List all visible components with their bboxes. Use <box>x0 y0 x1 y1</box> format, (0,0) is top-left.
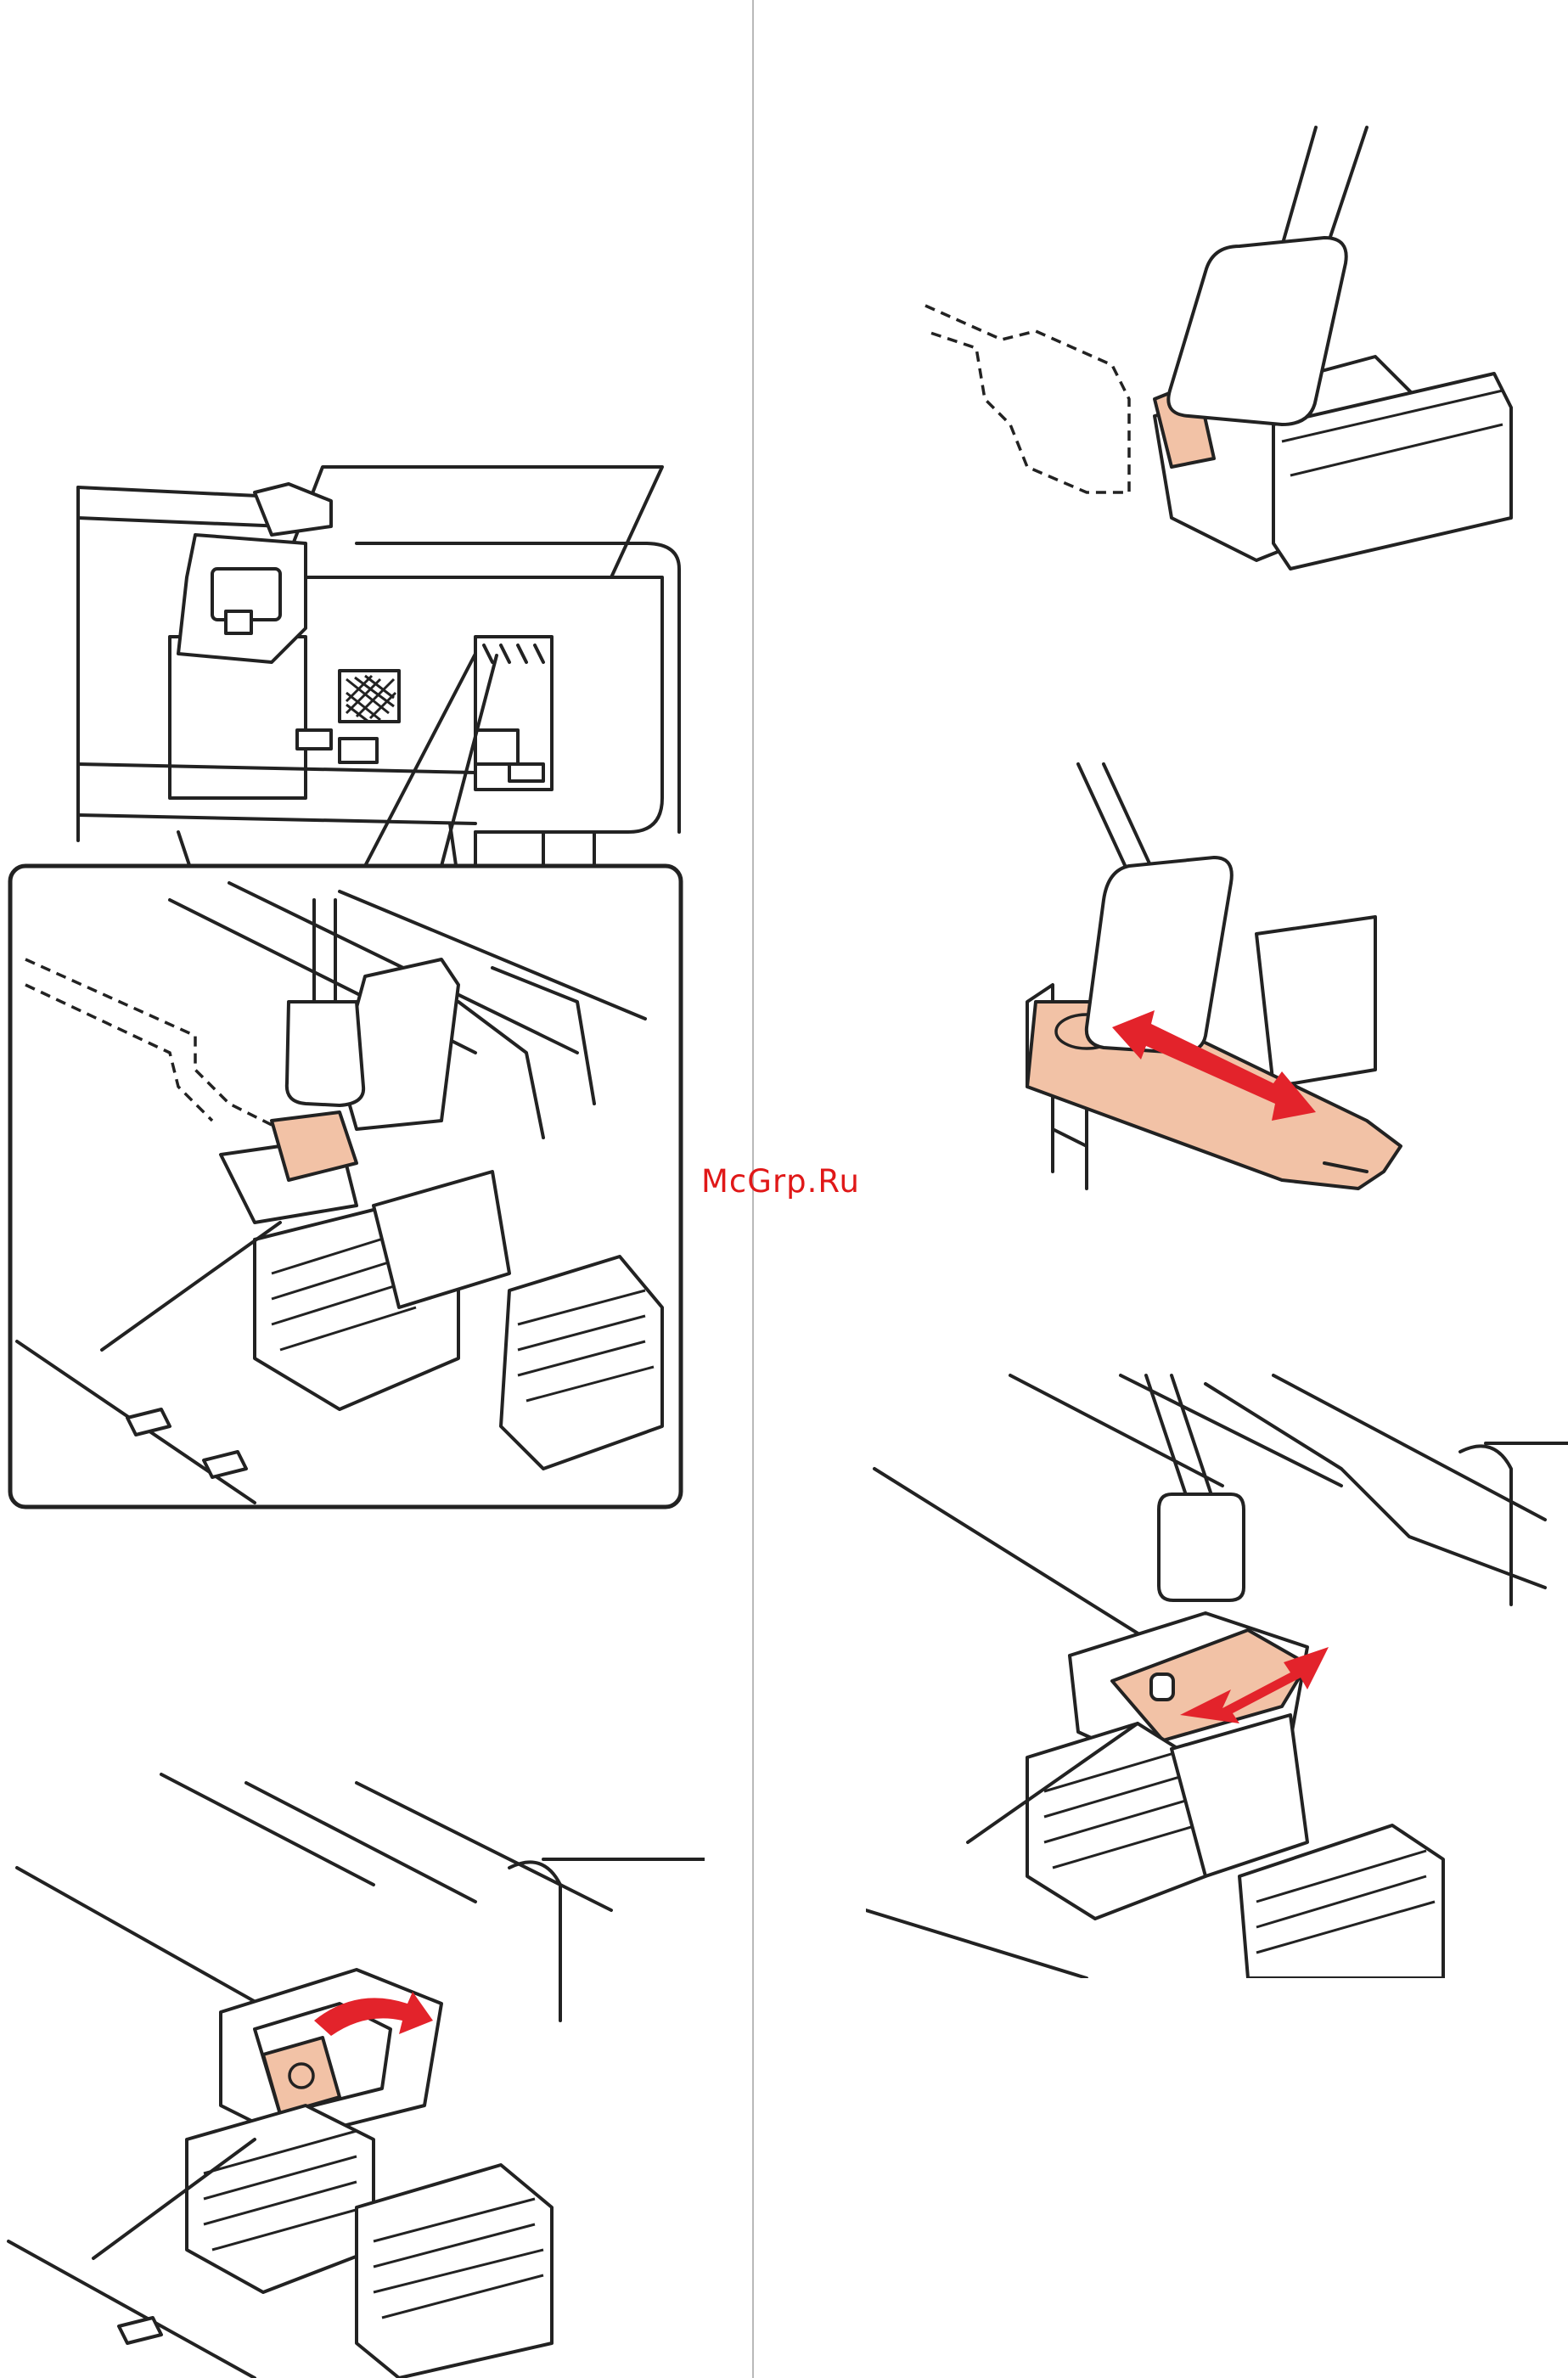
double-arrow-icon <box>1002 747 1443 1223</box>
figure-printer-overview <box>0 458 696 1520</box>
curved-arrow-icon <box>0 1766 705 2378</box>
cleaning-swab-icon <box>917 119 1528 603</box>
figure-swab-on-wiper <box>917 119 1528 603</box>
figure-wiper-installed-scrub <box>866 1367 1568 1978</box>
double-arrow-icon <box>866 1367 1568 1978</box>
figure-wiper-scrub <box>1002 747 1443 1223</box>
printer-head-area-icon <box>0 458 696 1520</box>
figure-wiper-removal <box>0 1766 705 2378</box>
watermark-text: McGrp.Ru <box>701 1163 860 1200</box>
